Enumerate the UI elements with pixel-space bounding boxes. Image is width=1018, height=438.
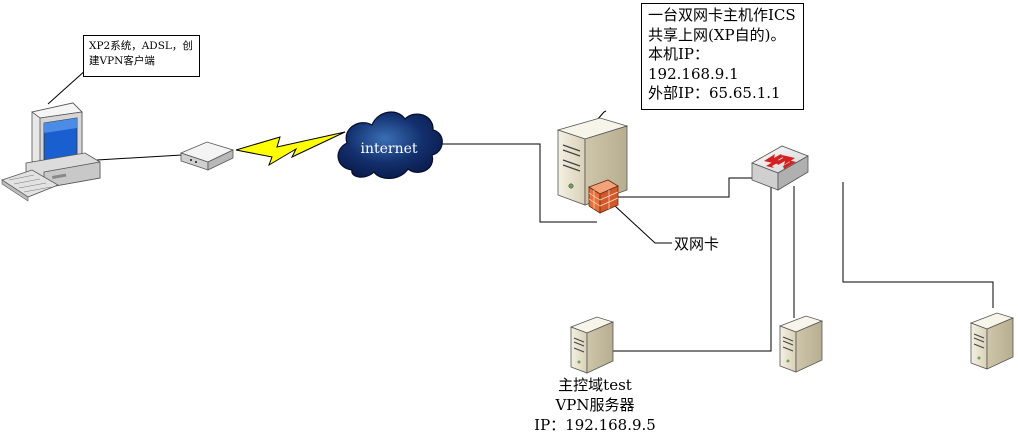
client-note-line-2: 建VPN客户端 [89,55,155,67]
client-computer-icon [1,102,101,202]
host-callout-pointer [603,110,607,113]
switch-server-main-link [612,186,772,352]
adsl-modem-icon [179,141,235,171]
lan-server-3-icon [969,312,1015,370]
server-label-line-2: VPN服务器 [555,396,635,414]
internet-cloud-icon: internet [337,111,443,179]
host-note-line-1: 一台双网卡主机作ICS [648,6,796,24]
lan-server-2-icon [778,315,824,373]
dual-nic-pointer [613,204,672,244]
host-switch-link [616,177,755,198]
lightning-link-icon [235,131,346,167]
host-note-line-2: 共享上网(XP自的)。 [648,25,786,44]
internet-host-link [435,143,597,223]
pc-modem-link [96,154,183,161]
switch-server3-link [842,182,994,308]
host-note-line-4: 外部IP：65.65.1.1 [648,84,781,102]
server-label-line-1: 主控域test [558,376,632,394]
connection-lines [47,59,994,352]
client-note-line-1: XP2系统，ADSL，创 [89,40,193,52]
host-note-line-3: 本机IP：192.168.9.1 [648,45,739,83]
internet-label: internet [360,141,417,157]
server-label-line-3: IP：192.168.9.5 [534,416,656,434]
client-note-callout: XP2系统，ADSL，创 建VPN客户端 [83,35,200,77]
dual-nic-label: 双网卡 [674,235,720,253]
network-switch-icon [751,145,809,191]
host-note-callout: 一台双网卡主机作ICS 共享上网(XP自的)。 本机IP：192.168.9.1… [641,3,804,110]
dual-nic-firewall-icon [588,179,619,214]
vpn-server-label: 主控域test VPN服务器 IP：192.168.9.5 [520,375,670,435]
vpn-server-icon [569,316,615,374]
